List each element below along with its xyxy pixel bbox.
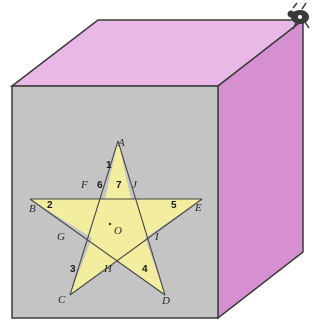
angle-4: 4 <box>142 264 148 275</box>
line-BD <box>29 198 166 296</box>
label-j: J <box>132 179 138 191</box>
angle-3: 3 <box>70 264 76 275</box>
label-f: F <box>80 179 88 191</box>
label-b: B <box>29 203 36 215</box>
center-point-o <box>108 222 112 226</box>
line-EC <box>69 198 203 296</box>
label-d: D <box>161 295 170 307</box>
label-c: C <box>58 294 66 306</box>
angle-2: 2 <box>47 200 53 211</box>
label-i: I <box>154 231 160 243</box>
star-lines <box>29 140 203 296</box>
label-e: E <box>194 202 202 214</box>
angle-7: 7 <box>116 180 122 191</box>
label-o: O <box>114 225 122 237</box>
angle-1: 1 <box>106 160 112 171</box>
label-h: H <box>103 263 113 275</box>
angle-6: 6 <box>97 180 103 191</box>
line-AD <box>117 140 166 296</box>
angle-5: 5 <box>171 200 177 211</box>
label-g: G <box>57 231 65 243</box>
star-shape <box>30 141 202 295</box>
label-a: A <box>117 137 125 149</box>
line-AC <box>69 140 119 296</box>
bug-icon <box>287 2 310 30</box>
